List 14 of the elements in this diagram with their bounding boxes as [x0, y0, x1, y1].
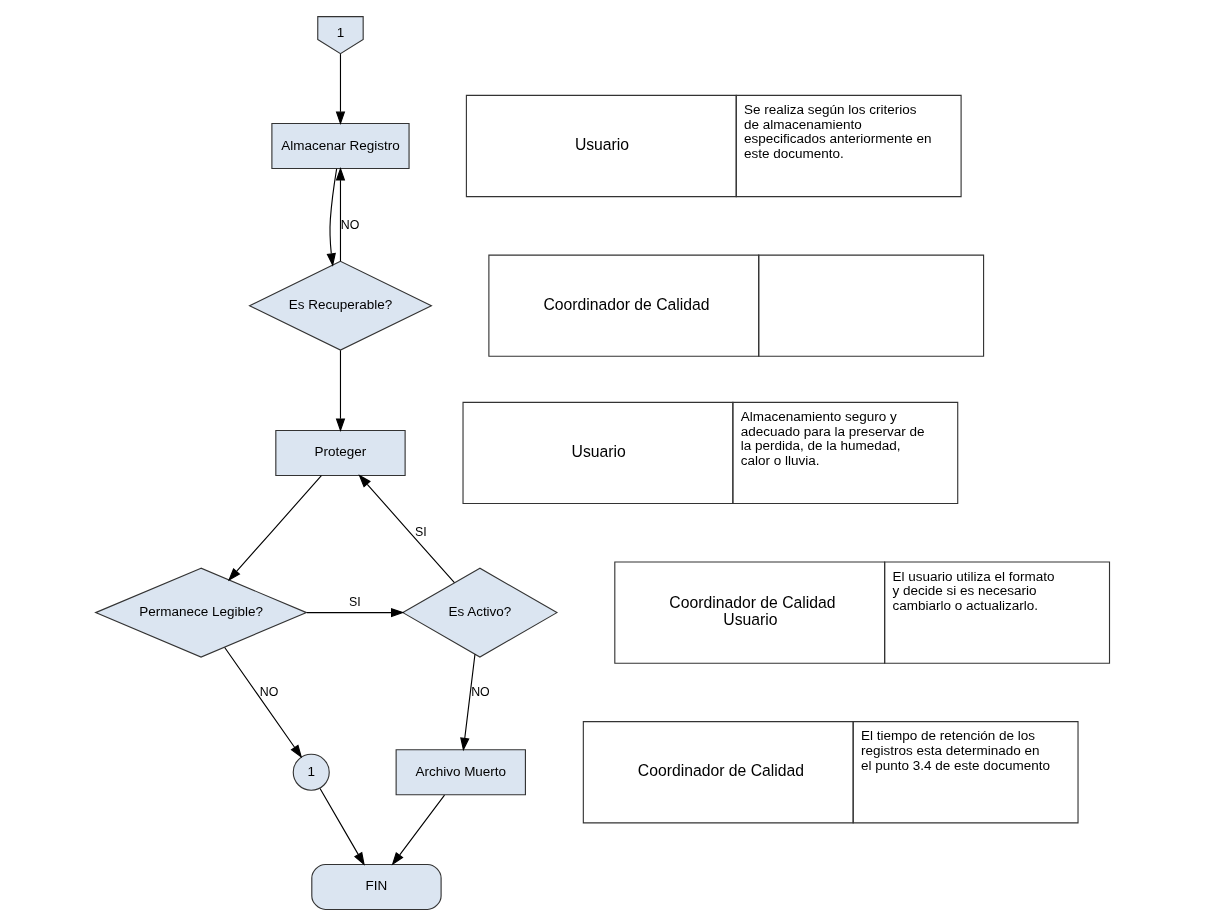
- label: Usuario: [571, 443, 626, 461]
- edge-label: SI: [414, 524, 427, 539]
- label: El usuario utiliza el formato y decide si es necesario cambiarlo o actualizarlo.: [892, 568, 1054, 613]
- edge-label: SI: [348, 594, 361, 609]
- edge-label: NO: [259, 684, 278, 699]
- label: Coordinador de Calidad: [637, 762, 804, 780]
- label: Usuario: [574, 136, 629, 154]
- label: El tiempo de retención de los registros esta determinado en el punto 3.4 de este documento: [860, 728, 1050, 773]
- label: Coordinador de Calidad Usuario: [668, 594, 836, 629]
- edge-label: NO: [340, 218, 359, 232]
- label: Coordinador de Calidad: [542, 295, 710, 313]
- label: Almacenamiento seguro y adecuado para la preservar de la perdida, de la humedad, calor o lluvia.: [740, 409, 924, 468]
- label: Se realiza según los criterios de almacenamiento especificados anteriormente en este documento.: [743, 102, 932, 161]
- edge-label: NO: [470, 684, 490, 699]
